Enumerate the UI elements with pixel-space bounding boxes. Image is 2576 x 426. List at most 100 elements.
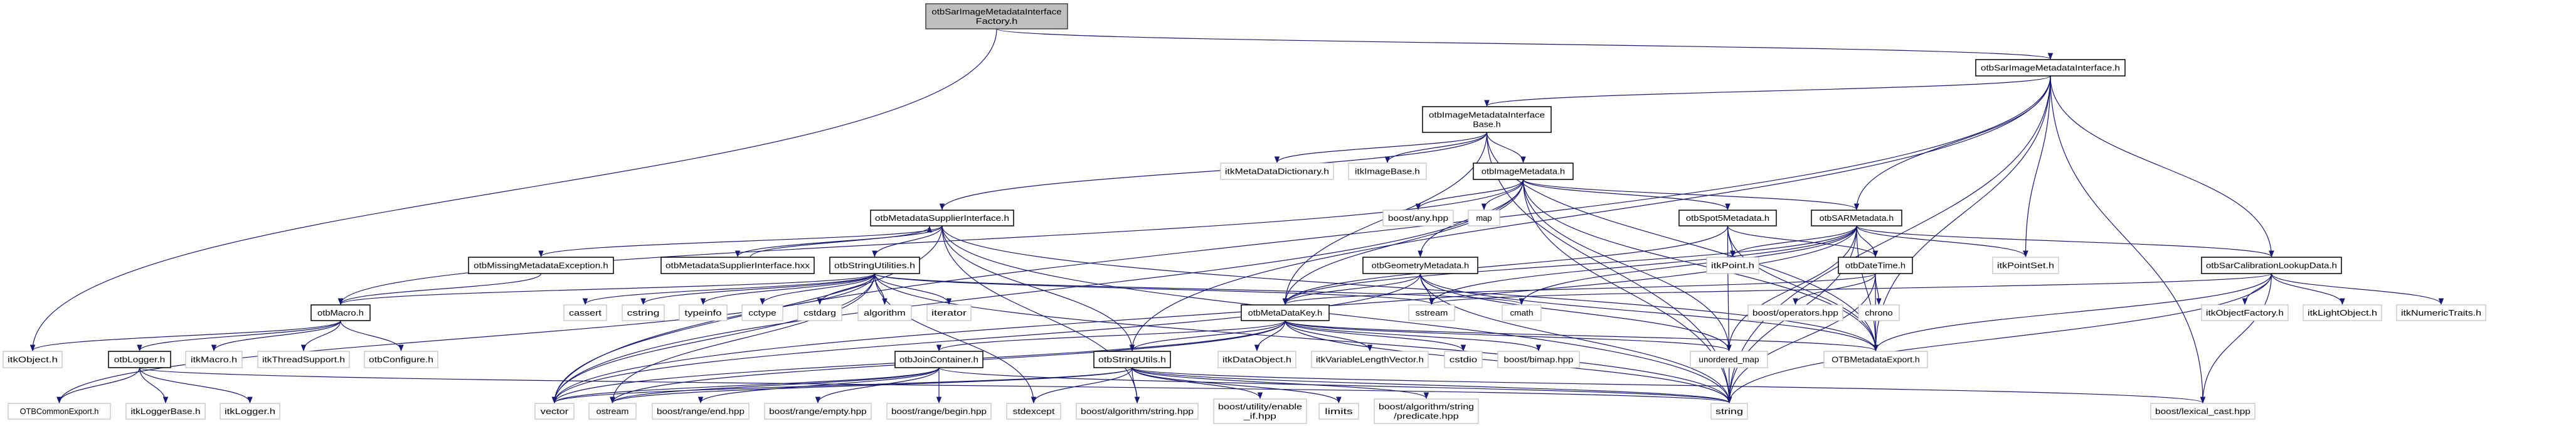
edge-sar-to-mdkey	[1282, 225, 1857, 306]
node-loggerbase[interactable]: itkLoggerBase.h	[125, 403, 206, 420]
edge-imagemetadata-to-anyhpp	[1415, 179, 1524, 211]
node-box	[1241, 304, 1330, 321]
node-sarcal[interactable]: otbSarCalibrationLookupData.h	[2201, 257, 2342, 274]
node-iterator[interactable]: iterator	[926, 304, 972, 321]
node-spot5[interactable]: otbSpot5Metadata.h	[1678, 210, 1777, 226]
node-itkimagebase[interactable]: itkImageBase.h	[1348, 162, 1427, 180]
node-box	[1473, 162, 1574, 180]
node-box	[2201, 304, 2289, 321]
node-sarimi[interactable]: otbSarImageMetadataInterface.h	[1975, 59, 2126, 77]
node-configure[interactable]: otbConfigure.h	[364, 351, 438, 368]
node-box	[797, 304, 842, 321]
node-msi[interactable]: otbMetadataSupplierInterface.h	[870, 210, 1014, 226]
node-label: itkImageBase.h	[1355, 167, 1420, 176]
node-itklogger[interactable]: itkLogger.h	[220, 403, 280, 420]
node-predicate[interactable]: boost/algorithm/string/predicate.hpp	[1374, 398, 1479, 424]
node-box	[1678, 210, 1777, 226]
node-cmath[interactable]: cmath	[1502, 304, 1542, 321]
edge-sarimi-to-imibase	[1484, 75, 2051, 107]
node-logger[interactable]: otbLogger.h	[108, 351, 171, 368]
node-label: string	[1715, 407, 1743, 416]
node-itkobject[interactable]: itkObject.h	[3, 351, 63, 368]
node-joincontainer[interactable]: otbJoinContainer.h	[894, 351, 983, 368]
node-itkmdd[interactable]: itkMetaDataDictionary.h	[1220, 162, 1334, 180]
node-objfactory[interactable]: itkObjectFactory.h	[2201, 304, 2289, 321]
node-chrono[interactable]: chrono	[1858, 304, 1900, 321]
node-geom[interactable]: otbGeometryMetadata.h	[1362, 257, 1478, 274]
node-unordered[interactable]: unordered_map	[1690, 351, 1768, 368]
node-enableif[interactable]: boost/utility/enable_if.hpp	[1213, 398, 1307, 424]
node-varlen[interactable]: itkVariableLengthVector.h	[1311, 351, 1429, 368]
node-strutils[interactable]: otbStringUtils.h	[1093, 351, 1171, 368]
node-anyhpp[interactable]: boost/any.hpp	[1382, 210, 1454, 226]
node-strutilities[interactable]: otbStringUtilities.h	[829, 257, 920, 274]
node-itkmacro[interactable]: itkMacro.h	[185, 351, 243, 368]
node-vector[interactable]: vector	[534, 403, 575, 420]
node-label: itkLogger.h	[225, 407, 275, 416]
node-mdkey[interactable]: otbMetaDataKey.h	[1241, 304, 1330, 321]
edge-sar-to-itkpointset	[1856, 225, 2028, 258]
node-map[interactable]: map	[1468, 210, 1500, 226]
node-box	[1318, 403, 1359, 420]
node-cstring[interactable]: cstring	[622, 304, 665, 321]
edge-factory-to-itkobject	[29, 28, 997, 352]
edge-datetime-to-string	[1726, 273, 1876, 404]
node-box	[1213, 398, 1307, 424]
node-cstdio[interactable]: cstdio	[1444, 351, 1483, 368]
node-box	[1811, 210, 1902, 226]
edge-imagemetadata-to-metaexport	[1522, 179, 1879, 352]
edge-mdkey-to-strutils	[1129, 320, 1286, 352]
node-datetime[interactable]: otbDateTime.h	[1838, 257, 1913, 274]
node-hxx[interactable]: otbMetadataSupplierInterface.hxx	[660, 257, 815, 274]
node-label: cstdio	[1450, 355, 1477, 365]
node-bimap[interactable]: boost/bimap.hpp	[1497, 351, 1580, 368]
node-box	[364, 351, 438, 368]
edge-sar-to-sstream	[1429, 225, 1857, 306]
node-algostring[interactable]: boost/algorithm/string.hpp	[1076, 403, 1199, 420]
edge-joincontainer-to-string	[938, 367, 1732, 404]
node-rangeend[interactable]: boost/range/end.hpp	[652, 403, 750, 420]
node-label: cctype	[748, 308, 776, 317]
node-numtraits[interactable]: itkNumericTraits.h	[2396, 304, 2486, 321]
node-rangeempty[interactable]: boost/range/empty.hpp	[764, 403, 872, 420]
node-label: otbSarImageMetadataInterface	[931, 7, 1061, 16]
node-lexical[interactable]: boost/lexical_cast.hpp	[2150, 403, 2255, 420]
node-label: boost/bimap.hpp	[1504, 355, 1574, 365]
node-box	[1374, 398, 1479, 424]
edge-strutils-to-lexical	[1132, 367, 2205, 404]
node-threadsupport[interactable]: itkThreadSupport.h	[257, 351, 350, 368]
node-dataobject[interactable]: itkDataObject.h	[1217, 351, 1296, 368]
node-commonexport[interactable]: OTBCommonExport.h	[8, 403, 111, 420]
node-sstream[interactable]: sstream	[1408, 304, 1455, 321]
node-itkpoint[interactable]: itkPoint.h	[1706, 257, 1759, 274]
node-itkpointset[interactable]: itkPointSet.h	[1992, 257, 2059, 274]
node-missing[interactable]: otbMissingMetadataException.h	[468, 257, 614, 274]
node-stdexcept[interactable]: stdexcept	[1006, 403, 1061, 420]
node-typeinfo[interactable]: typeinfo	[679, 304, 728, 321]
edge-joincontainer-to-vector	[551, 367, 940, 404]
node-ostream[interactable]: ostream	[588, 403, 637, 420]
node-box	[1706, 257, 1759, 274]
edge-sarcal-to-metaexport	[1873, 273, 2272, 352]
node-algorithm[interactable]: algorithm	[857, 304, 912, 321]
node-cstdarg[interactable]: cstdarg	[797, 304, 842, 321]
node-limits[interactable]: limits	[1318, 403, 1359, 420]
node-otbmacro[interactable]: otbMacro.h	[310, 304, 371, 321]
node-sar[interactable]: otbSARMetadata.h	[1811, 210, 1902, 226]
node-lightobj[interactable]: itkLightObject.h	[2303, 304, 2382, 321]
node-operators[interactable]: boost/operators.hpp	[1747, 304, 1843, 321]
edge-sar-to-sarcal	[1856, 225, 2274, 258]
node-imagemetadata[interactable]: otbImageMetadata.h	[1473, 162, 1574, 180]
node-cassert[interactable]: cassert	[563, 304, 607, 321]
edge-msi-to-algostring	[941, 225, 1140, 404]
edge-sarcal-to-sstream	[1429, 273, 2272, 306]
node-metaexport[interactable]: OTBMetadataExport.h	[1823, 351, 1928, 368]
node-rangebegin[interactable]: boost/range/begin.hpp	[886, 403, 992, 420]
node-cctype[interactable]: cctype	[741, 304, 783, 321]
node-box	[2396, 304, 2486, 321]
node-box	[1502, 304, 1542, 321]
node-string[interactable]: string	[1710, 403, 1748, 420]
